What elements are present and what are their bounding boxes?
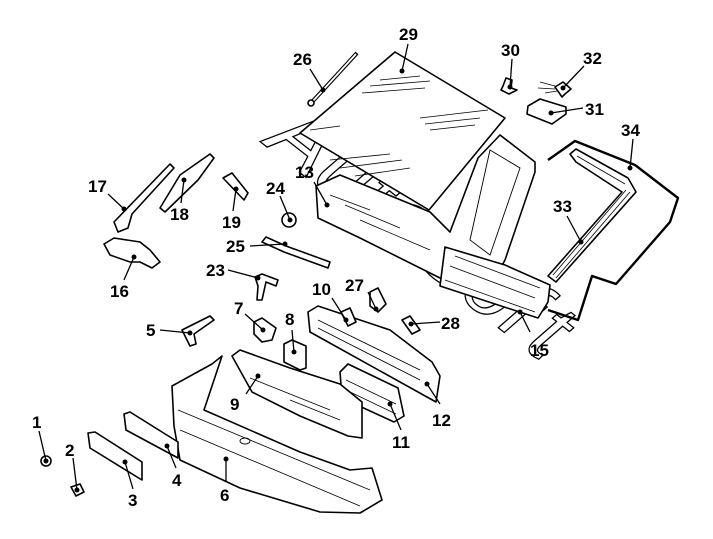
callout-32[interactable]: 32 bbox=[583, 49, 602, 68]
part-18-plate[interactable] bbox=[159, 153, 215, 213]
part-6-lines bbox=[177, 409, 371, 507]
part-5-bracket[interactable] bbox=[181, 315, 215, 347]
callout-30[interactable]: 30 bbox=[501, 41, 520, 60]
callout-26[interactable]: 26 bbox=[293, 50, 312, 69]
callout-24[interactable]: 24 bbox=[266, 179, 285, 198]
callout-10[interactable]: 10 bbox=[312, 280, 331, 299]
part-16-actuator[interactable] bbox=[103, 237, 161, 269]
part-26-strut[interactable] bbox=[307, 51, 359, 107]
part-13-window-opening bbox=[469, 149, 521, 256]
callout-9[interactable]: 9 bbox=[230, 395, 239, 414]
callout-12[interactable]: 12 bbox=[432, 411, 451, 430]
callout-27[interactable]: 27 bbox=[345, 276, 364, 295]
part-19-emblem[interactable] bbox=[222, 172, 249, 201]
part-8-lamp[interactable] bbox=[283, 339, 307, 371]
part-3-pad[interactable] bbox=[87, 431, 143, 481]
callout-34[interactable]: 34 bbox=[621, 121, 640, 140]
part-4-pad[interactable] bbox=[123, 411, 179, 459]
part-23-lock[interactable] bbox=[254, 273, 279, 301]
callout-6[interactable]: 6 bbox=[220, 486, 229, 505]
part-6-bumper[interactable] bbox=[171, 355, 383, 514]
callout-1[interactable]: 1 bbox=[32, 413, 41, 432]
part-34-seal bbox=[547, 139, 680, 322]
part-15-lines bbox=[444, 255, 541, 313]
callout-33[interactable]: 33 bbox=[553, 197, 572, 216]
part-13-lines bbox=[329, 194, 431, 251]
callout-8[interactable]: 8 bbox=[285, 310, 294, 329]
callout-13[interactable]: 13 bbox=[295, 163, 314, 182]
part-17-arm[interactable] bbox=[113, 163, 175, 233]
callout-11[interactable]: 11 bbox=[392, 433, 410, 452]
callout-7[interactable]: 7 bbox=[234, 299, 243, 318]
part-12-absorber[interactable] bbox=[307, 305, 441, 403]
callouts: 1 2 3 4 5 6 7 8 9 10 11 12 13 bbox=[32, 25, 640, 510]
callout-5[interactable]: 5 bbox=[146, 321, 155, 340]
part-33-hatching bbox=[552, 155, 631, 279]
callout-2[interactable]: 2 bbox=[65, 441, 74, 460]
callout-29[interactable]: 29 bbox=[399, 25, 418, 44]
part-29-hatching bbox=[309, 75, 489, 177]
callout-23[interactable]: 23 bbox=[206, 261, 225, 280]
part-11-slots bbox=[345, 379, 397, 415]
part-9-marks bbox=[249, 377, 341, 421]
callout-3[interactable]: 3 bbox=[128, 491, 137, 510]
callout-16[interactable]: 16 bbox=[110, 282, 129, 301]
part-29-glass[interactable] bbox=[299, 51, 506, 211]
part-13-hatch-body[interactable] bbox=[315, 134, 536, 293]
part-32-light-rays bbox=[537, 81, 558, 94]
callout-17[interactable]: 17 bbox=[88, 177, 107, 196]
part-33-frame[interactable] bbox=[547, 148, 637, 283]
part-15-panel[interactable] bbox=[439, 246, 551, 319]
part-12-slots bbox=[317, 319, 421, 381]
callout-15[interactable]: 15 bbox=[530, 341, 549, 360]
part-31-lamp[interactable] bbox=[526, 98, 567, 125]
callout-25[interactable]: 25 bbox=[226, 237, 245, 256]
callout-4[interactable]: 4 bbox=[172, 471, 182, 490]
callout-28[interactable]: 28 bbox=[441, 314, 460, 333]
callout-18[interactable]: 18 bbox=[170, 205, 189, 224]
part-25-rod[interactable] bbox=[261, 236, 331, 269]
callout-19[interactable]: 19 bbox=[222, 213, 241, 232]
callout-31[interactable]: 31 bbox=[585, 100, 604, 119]
